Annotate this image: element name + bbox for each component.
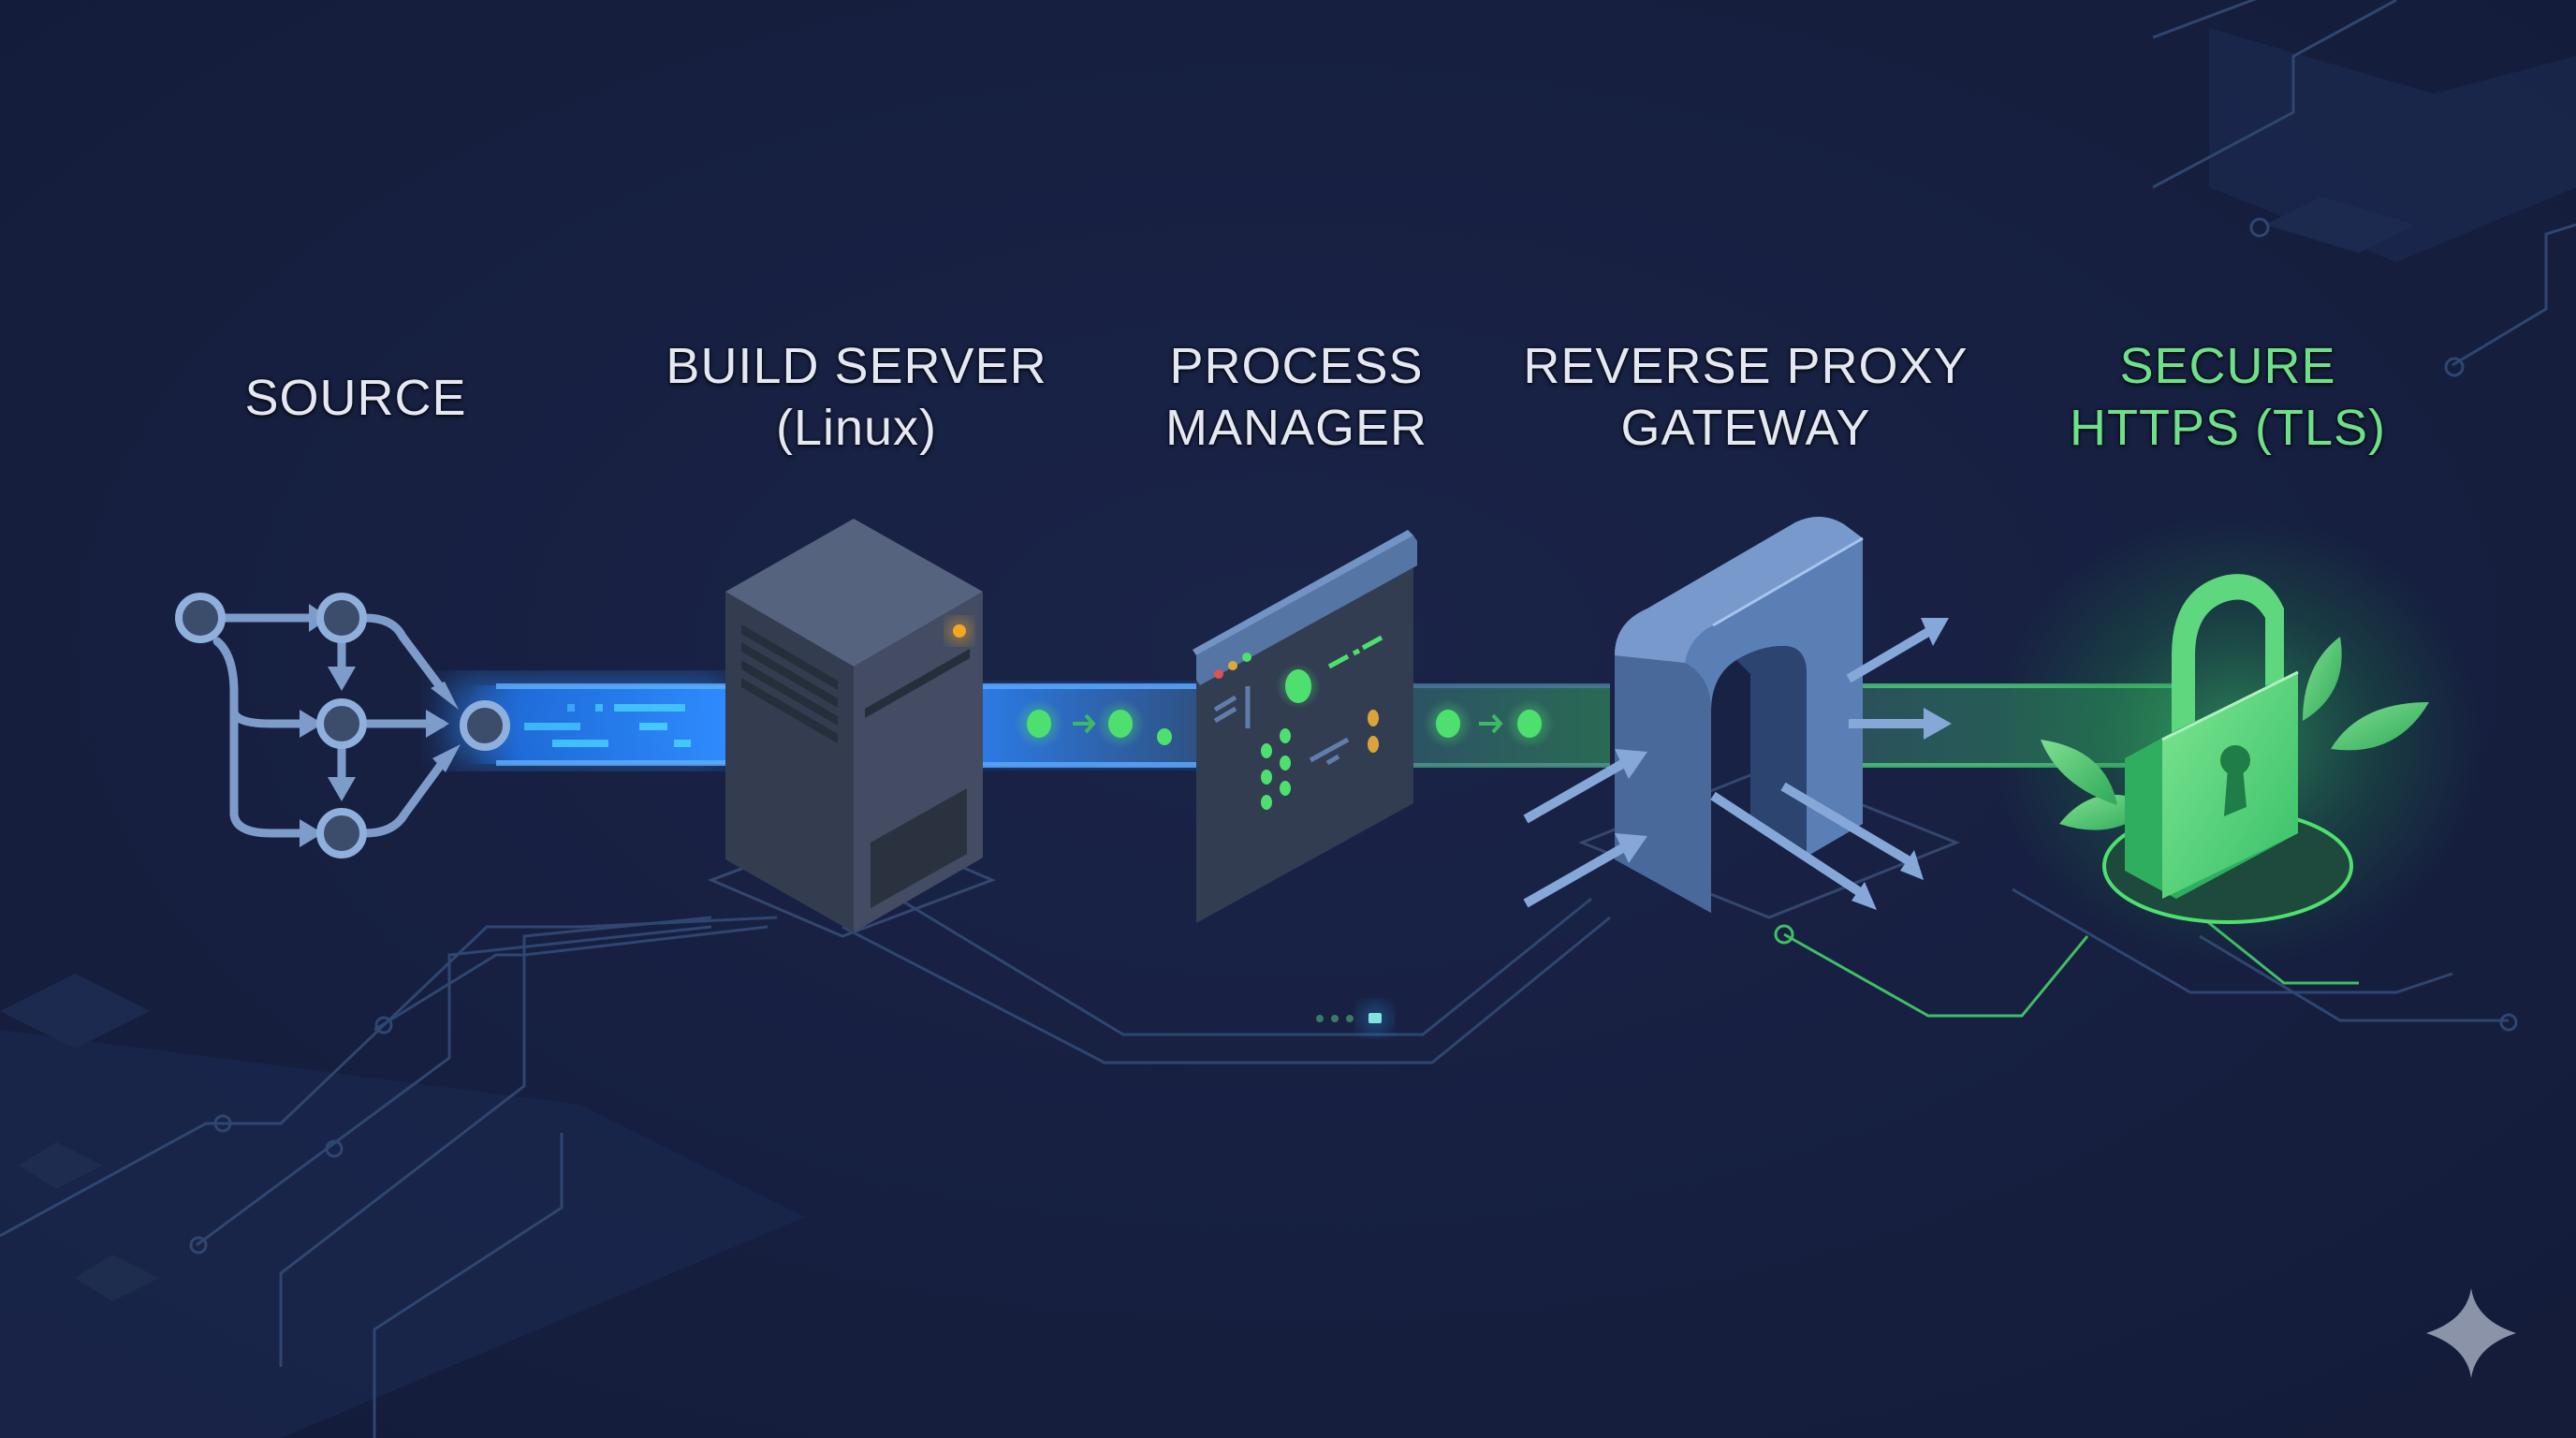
stage-label-reverse-proxy: REVERSE PROXY GATEWAY bbox=[1523, 338, 1969, 456]
circuit-pads bbox=[189, 217, 2518, 1255]
graph-nodes bbox=[175, 593, 510, 858]
window-maximize-dot bbox=[1242, 653, 1251, 662]
server-panel bbox=[871, 788, 967, 908]
connection-build-to-process bbox=[973, 683, 1222, 768]
stage-label-source: SOURCE bbox=[244, 370, 467, 426]
server-slot bbox=[865, 649, 970, 718]
stage-label-secure-https: SECURE HTTPS (TLS) bbox=[2069, 338, 2386, 456]
proxy-arrowheads bbox=[1615, 618, 1952, 910]
background-decoration bbox=[0, 28, 2576, 1438]
sparkle-icon bbox=[2426, 1288, 2516, 1378]
window-close-dot bbox=[1214, 669, 1223, 679]
padlock-icon bbox=[1994, 515, 2481, 964]
stage-label-process-manager: PROCESS MANAGER bbox=[1164, 338, 1428, 456]
data-packets-process-to-proxy bbox=[1424, 699, 1554, 748]
data-packets-build-to-process bbox=[1015, 699, 1172, 748]
proxy-arrows bbox=[1523, 627, 1931, 908]
server-vents bbox=[741, 624, 838, 743]
server-tower-icon bbox=[725, 519, 983, 932]
process-window-icon bbox=[1193, 530, 1417, 923]
server-status-led bbox=[953, 624, 966, 638]
stage-label-build-server: BUILD SERVER (Linux) bbox=[666, 338, 1047, 456]
graph-arrowheads bbox=[300, 604, 461, 847]
window-minimize-dot bbox=[1228, 661, 1237, 670]
status-dots bbox=[1316, 1002, 1392, 1035]
